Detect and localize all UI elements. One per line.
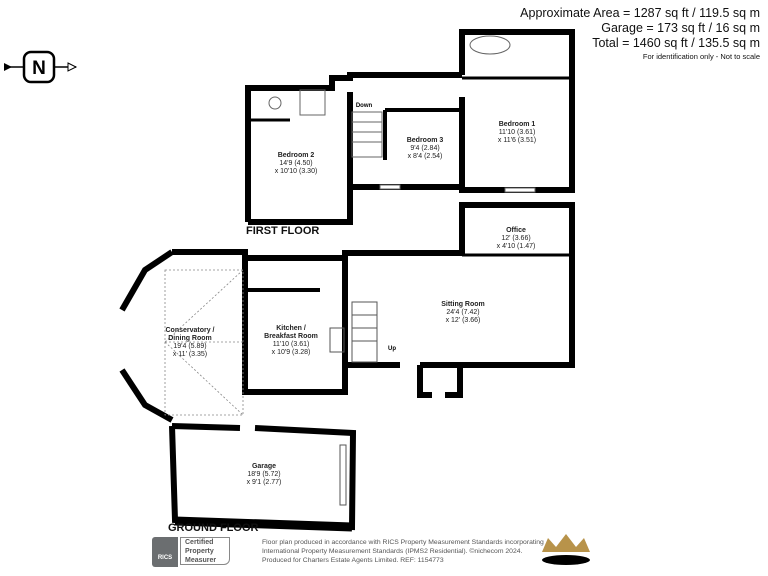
svg-text:Garage: Garage [252, 463, 276, 470]
svg-text:x 8'4 (2.54): x 8'4 (2.54) [408, 153, 443, 160]
svg-text:19'4 (5.89): 19'4 (5.89) [173, 343, 206, 350]
room-label-bedroom-2: Bedroom 214'9 (4.50)x 10'10 (3.30) [275, 152, 318, 175]
svg-text:Kitchen /: Kitchen / [276, 325, 306, 332]
north-compass-icon: N [4, 50, 78, 84]
first-floor-label: FIRST FLOOR [246, 225, 320, 237]
svg-text:11'10 (3.61): 11'10 (3.61) [499, 129, 536, 136]
ground-floor-walls [119, 202, 575, 532]
footer-disclaimer: Floor plan produced in accordance with R… [262, 539, 544, 564]
stairs-ground [329, 301, 378, 506]
approximate-area: Approximate Area = 1287 sq ft / 119.5 sq… [520, 6, 760, 20]
room-label-bedroom-1: Bedroom 111'10 (3.61)x 11'6 (3.51) [498, 121, 536, 144]
first-floor-fixtures [268, 35, 536, 193]
svg-text:x 10'10 (3.30): x 10'10 (3.30) [275, 168, 318, 175]
svg-text:Bedroom 2: Bedroom 2 [278, 152, 315, 159]
stairs-up-label: Up [388, 346, 396, 352]
svg-text:Bedroom 1: Bedroom 1 [499, 121, 536, 128]
svg-text:9'4 (2.84): 9'4 (2.84) [410, 145, 439, 152]
ground-floor-label: GROUND FLOOR [168, 522, 259, 534]
svg-text:x 4'10 (1.47): x 4'10 (1.47) [497, 243, 536, 250]
stairs-down-label: Down [356, 103, 373, 109]
svg-text:24'4 (7.42): 24'4 (7.42) [446, 309, 479, 316]
svg-text:x 12' (3.66): x 12' (3.66) [446, 317, 481, 324]
svg-text:12' (3.66): 12' (3.66) [501, 235, 530, 242]
svg-text:x 10'9 (3.28): x 10'9 (3.28) [272, 349, 311, 356]
svg-text:11'10 (3.61): 11'10 (3.61) [273, 341, 310, 348]
crown-logo-icon [542, 534, 590, 565]
svg-text:Sitting Room: Sitting Room [441, 301, 485, 308]
svg-text:N: N [32, 58, 46, 79]
svg-text:x 11' (3.35): x 11' (3.35) [173, 351, 207, 358]
garage-area: Garage = 173 sq ft / 16 sq m [601, 21, 760, 35]
svg-text:Conservatory /: Conservatory / [165, 327, 214, 334]
svg-text:Office: Office [506, 227, 526, 234]
svg-text:Breakfast Room: Breakfast Room [264, 333, 318, 340]
rics-logo-icon: RICS [152, 537, 178, 567]
svg-text:Dining Room: Dining Room [168, 335, 212, 342]
svg-text:Bedroom 3: Bedroom 3 [407, 137, 444, 144]
room-label-bedroom-3: Bedroom 39'4 (2.84)x 8'4 (2.54) [407, 137, 444, 160]
scale-note: For identification only - Not to scale [642, 52, 760, 61]
ground-floor-fixtures [164, 269, 244, 416]
svg-text:18'9 (5.72): 18'9 (5.72) [247, 471, 280, 478]
svg-text:14'9 (4.50): 14'9 (4.50) [279, 160, 312, 167]
total-area: Total = 1460 sq ft / 135.5 sq m [592, 36, 760, 50]
svg-text:x 9'1 (2.77): x 9'1 (2.77) [247, 479, 282, 486]
svg-text:x 11'6 (3.51): x 11'6 (3.51) [498, 137, 536, 144]
